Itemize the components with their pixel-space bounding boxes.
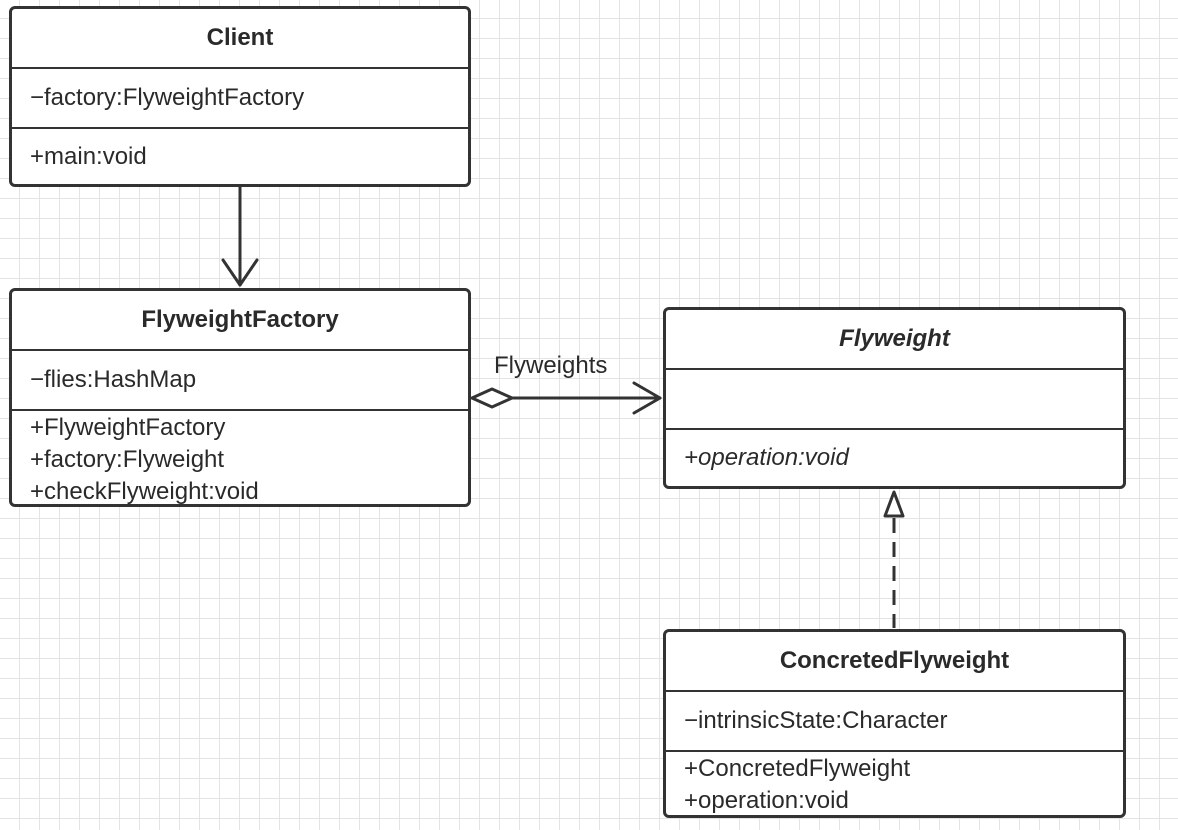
class-concreted-flyweight[interactable]: ConcretedFlyweight −intrinsicState:Chara… — [663, 629, 1126, 818]
class-flyweight-factory-operation: +checkFlyweight:void — [30, 478, 259, 505]
class-flyweight-operation: +operation:void — [684, 444, 849, 471]
class-client-name: Client — [12, 9, 468, 69]
class-concreted-flyweight-attributes: −intrinsicState:Character — [666, 692, 1123, 752]
class-flyweight-attributes — [666, 370, 1123, 430]
class-flyweight-factory-name: FlyweightFactory — [12, 291, 468, 351]
class-flyweight-factory-attribute: −flies:HashMap — [30, 366, 197, 393]
class-concreted-flyweight-operations: +ConcretedFlyweight +operation:void — [666, 752, 1123, 815]
class-flyweight-factory-attributes: −flies:HashMap — [12, 351, 468, 411]
class-flyweight-factory-operation: +FlyweightFactory — [30, 414, 226, 441]
factory-flyweight-aggregation — [470, 381, 662, 415]
class-flyweight-operations: +operation:void — [666, 430, 1123, 486]
class-concreted-flyweight-name: ConcretedFlyweight — [666, 632, 1123, 692]
class-flyweight-factory[interactable]: FlyweightFactory −flies:HashMap +Flyweig… — [9, 288, 471, 507]
class-client-attribute: −factory:FlyweightFactory — [30, 84, 305, 111]
class-concreted-flyweight-operation: +ConcretedFlyweight — [684, 755, 911, 782]
class-client-operations: +main:void — [12, 129, 468, 184]
class-client[interactable]: Client −factory:FlyweightFactory +main:v… — [9, 6, 471, 187]
aggregation-label: Flyweights — [494, 352, 608, 379]
class-flyweight-name: Flyweight — [666, 310, 1123, 370]
class-client-operation: +main:void — [30, 143, 147, 170]
class-concreted-flyweight-attribute: −intrinsicState:Character — [684, 707, 948, 734]
concrete-flyweight-realization — [883, 490, 905, 628]
class-concreted-flyweight-operation: +operation:void — [684, 787, 849, 814]
client-factory-association — [221, 185, 259, 287]
class-client-attributes: −factory:FlyweightFactory — [12, 69, 468, 129]
class-flyweight[interactable]: Flyweight +operation:void — [663, 307, 1126, 489]
class-flyweight-factory-operation: +factory:Flyweight — [30, 446, 225, 473]
class-flyweight-factory-operations: +FlyweightFactory +factory:Flyweight +ch… — [12, 411, 468, 505]
